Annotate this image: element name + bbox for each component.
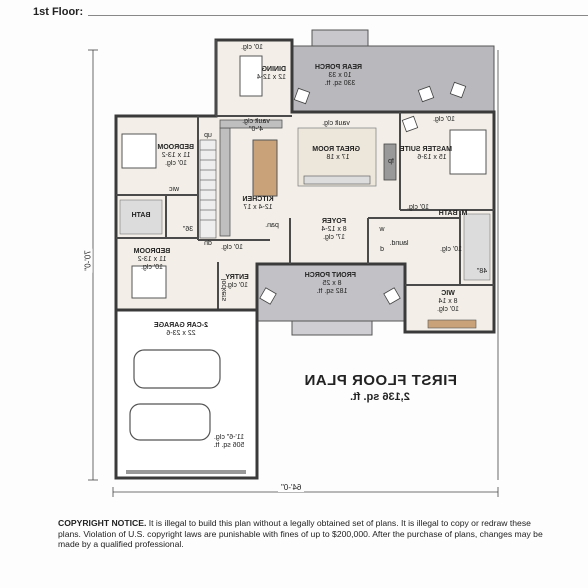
kitchen-size: 12-4 x 17 <box>243 204 273 211</box>
staircase <box>199 139 217 239</box>
wic-shelf <box>427 319 477 329</box>
copyright-heading: COPYRIGHT NOTICE. <box>58 518 147 528</box>
master-suite-name: MASTER SUITE <box>399 146 452 153</box>
copyright-text: It is illegal to build this plan without… <box>58 518 543 549</box>
master-hall-ceiling-label: 10' clg. <box>407 204 429 211</box>
porch-chairs <box>259 81 467 305</box>
front-porch-sqft: 182 sq. ft. <box>316 288 348 295</box>
wic-2-label: WIC 8 x 14 10' clg. <box>428 290 468 314</box>
rear-porch-sqft: 330 sq. ft. <box>324 80 356 87</box>
great-room-label: GREAT ROOM 17 x 18 <box>312 146 360 162</box>
washer-label: w <box>379 226 385 233</box>
m-bath-tile <box>463 213 491 281</box>
car-2 <box>129 403 211 441</box>
dining-name: DINING <box>261 66 287 73</box>
wic-2-size: 8 x 14 <box>438 298 458 305</box>
front-porch-size: 8 x 25 <box>322 280 342 287</box>
bath-1-label: BATH <box>131 212 151 219</box>
great-room-size: 17 x 18 <box>326 154 350 161</box>
rear-porch-area <box>291 45 495 113</box>
shower-48-label: 48" <box>476 268 488 275</box>
sofa <box>303 175 371 185</box>
garage-size: 22 x 23-6 <box>166 330 196 337</box>
garage-name: 2-CAR GARAGE <box>153 322 209 329</box>
fireplace <box>383 143 397 181</box>
kitchen-name: KITCHEN <box>242 196 274 203</box>
garage-slab <box>114 308 259 480</box>
laundry-label: laund. <box>389 240 409 247</box>
dimension-lines <box>88 49 499 497</box>
plan-title: FIRST FLOOR PLAN <box>303 372 457 389</box>
bedroom-1-label: BEDROOM 11 x 13-2 10' clg. <box>157 144 194 168</box>
master-suite-label: MASTER SUITE 15 x 13-6 <box>399 146 452 162</box>
bedroom-2-size: 11 x 13-2 <box>137 256 167 263</box>
master-ceiling: 10' clg. <box>433 116 455 123</box>
plan-area: 2,136 sq. ft. <box>350 391 410 403</box>
bedroom-1-name: BEDROOM <box>157 144 194 151</box>
bed-bedroom-1 <box>121 133 157 169</box>
dining-size: 12 x 12-4 <box>256 74 286 81</box>
garage-label: 2-CAR GARAGE 22 x 23-6 <box>146 322 216 338</box>
stairs-up-label: up <box>204 132 212 139</box>
rear-porch-step <box>311 29 369 47</box>
bed-master <box>449 129 487 175</box>
bed-bedroom-2 <box>131 265 167 299</box>
overall-width-dim: 64'-0" <box>278 483 305 492</box>
wic-2-ceiling: 10' clg. <box>437 306 459 313</box>
header-rule <box>88 15 588 16</box>
bath-1-tile <box>119 199 163 235</box>
bedroom-2-name: BEDROOM <box>133 248 171 255</box>
dining-label: DINING 12 x 12-4 <box>256 66 287 82</box>
bedroom-1-ceiling: 10' clg. <box>165 160 187 167</box>
master-suite-size: 15 x 13-6 <box>417 154 447 161</box>
bedroom-1-size: 11 x 13-2 <box>161 152 191 159</box>
fireplace-label: fp <box>388 158 394 165</box>
floor-label: 1st Floor: <box>33 6 84 18</box>
foyer-size: 8 x 12-4 <box>321 226 347 233</box>
foyer-ceiling: 17' clg. <box>323 234 345 241</box>
garage-door <box>126 470 246 474</box>
kitchen-ceiling-label: vault clg. 4'-0" <box>232 118 280 134</box>
bedroom-2-ceiling: 10' clg. <box>141 264 163 271</box>
garage-sqft: 506 sq. ft. <box>213 442 245 449</box>
foyer-label: FOYER 8 x 12-4 17' clg. <box>312 218 356 242</box>
dryer-label: d <box>380 246 384 253</box>
lockers-label: lockers <box>221 278 228 302</box>
dining-ceiling: 10' clg. <box>241 44 263 51</box>
m-bath-label: M. BATH <box>438 210 468 218</box>
rear-porch-name: REAR PORCH <box>314 64 362 71</box>
m-bath-name: M. BATH <box>438 210 468 217</box>
shower-36-label: 36" <box>182 226 194 233</box>
pantry-label: pan. <box>265 222 279 229</box>
great-room-name: GREAT ROOM <box>312 146 360 153</box>
garage-ceiling: 11'-6" clg. <box>213 434 245 441</box>
front-porch-label: FRONT PORCH 8 x 25 182 sq. ft. <box>304 272 356 296</box>
foyer-name: FOYER <box>321 218 347 225</box>
dining-table <box>239 55 263 97</box>
copyright-notice: COPYRIGHT NOTICE. It is illegal to build… <box>58 518 548 550</box>
great-room-ceiling: vault clg. <box>322 120 350 127</box>
kitchen-counter-top <box>219 119 283 129</box>
front-porch-step <box>291 320 373 336</box>
rear-porch-size: 10 x 33 <box>328 72 352 79</box>
wic-1-label: wic <box>168 186 180 193</box>
garage-ceiling-label: 11'-6" clg. 506 sq. ft. <box>206 434 252 450</box>
kitchen-island <box>252 139 278 197</box>
kitchen-label: KITCHEN 12-4 x 17 <box>234 196 282 212</box>
front-porch-name: FRONT PORCH <box>304 272 356 279</box>
overall-depth-dim: 70'-0" <box>83 248 93 273</box>
plan-title-block: FIRST FLOOR PLAN 2,136 sq. ft. <box>300 372 460 403</box>
rear-porch-label: REAR PORCH 10 x 33 330 sq. ft. <box>314 64 362 88</box>
hall-ceiling-label: 10' clg. <box>221 244 243 251</box>
kitchen-counter <box>219 127 231 237</box>
bedroom-2-label: BEDROOM 11 x 13-2 10' clg. <box>132 248 172 272</box>
interior-walls <box>116 40 494 310</box>
kitchen-ceiling-dim: 4'-0" <box>249 126 263 133</box>
kitchen-ceiling: vault clg. <box>242 118 270 125</box>
wic-2-name: WIC <box>441 290 455 297</box>
m-bath-ceiling: 10' clg. <box>440 246 462 253</box>
car-1 <box>133 349 221 389</box>
